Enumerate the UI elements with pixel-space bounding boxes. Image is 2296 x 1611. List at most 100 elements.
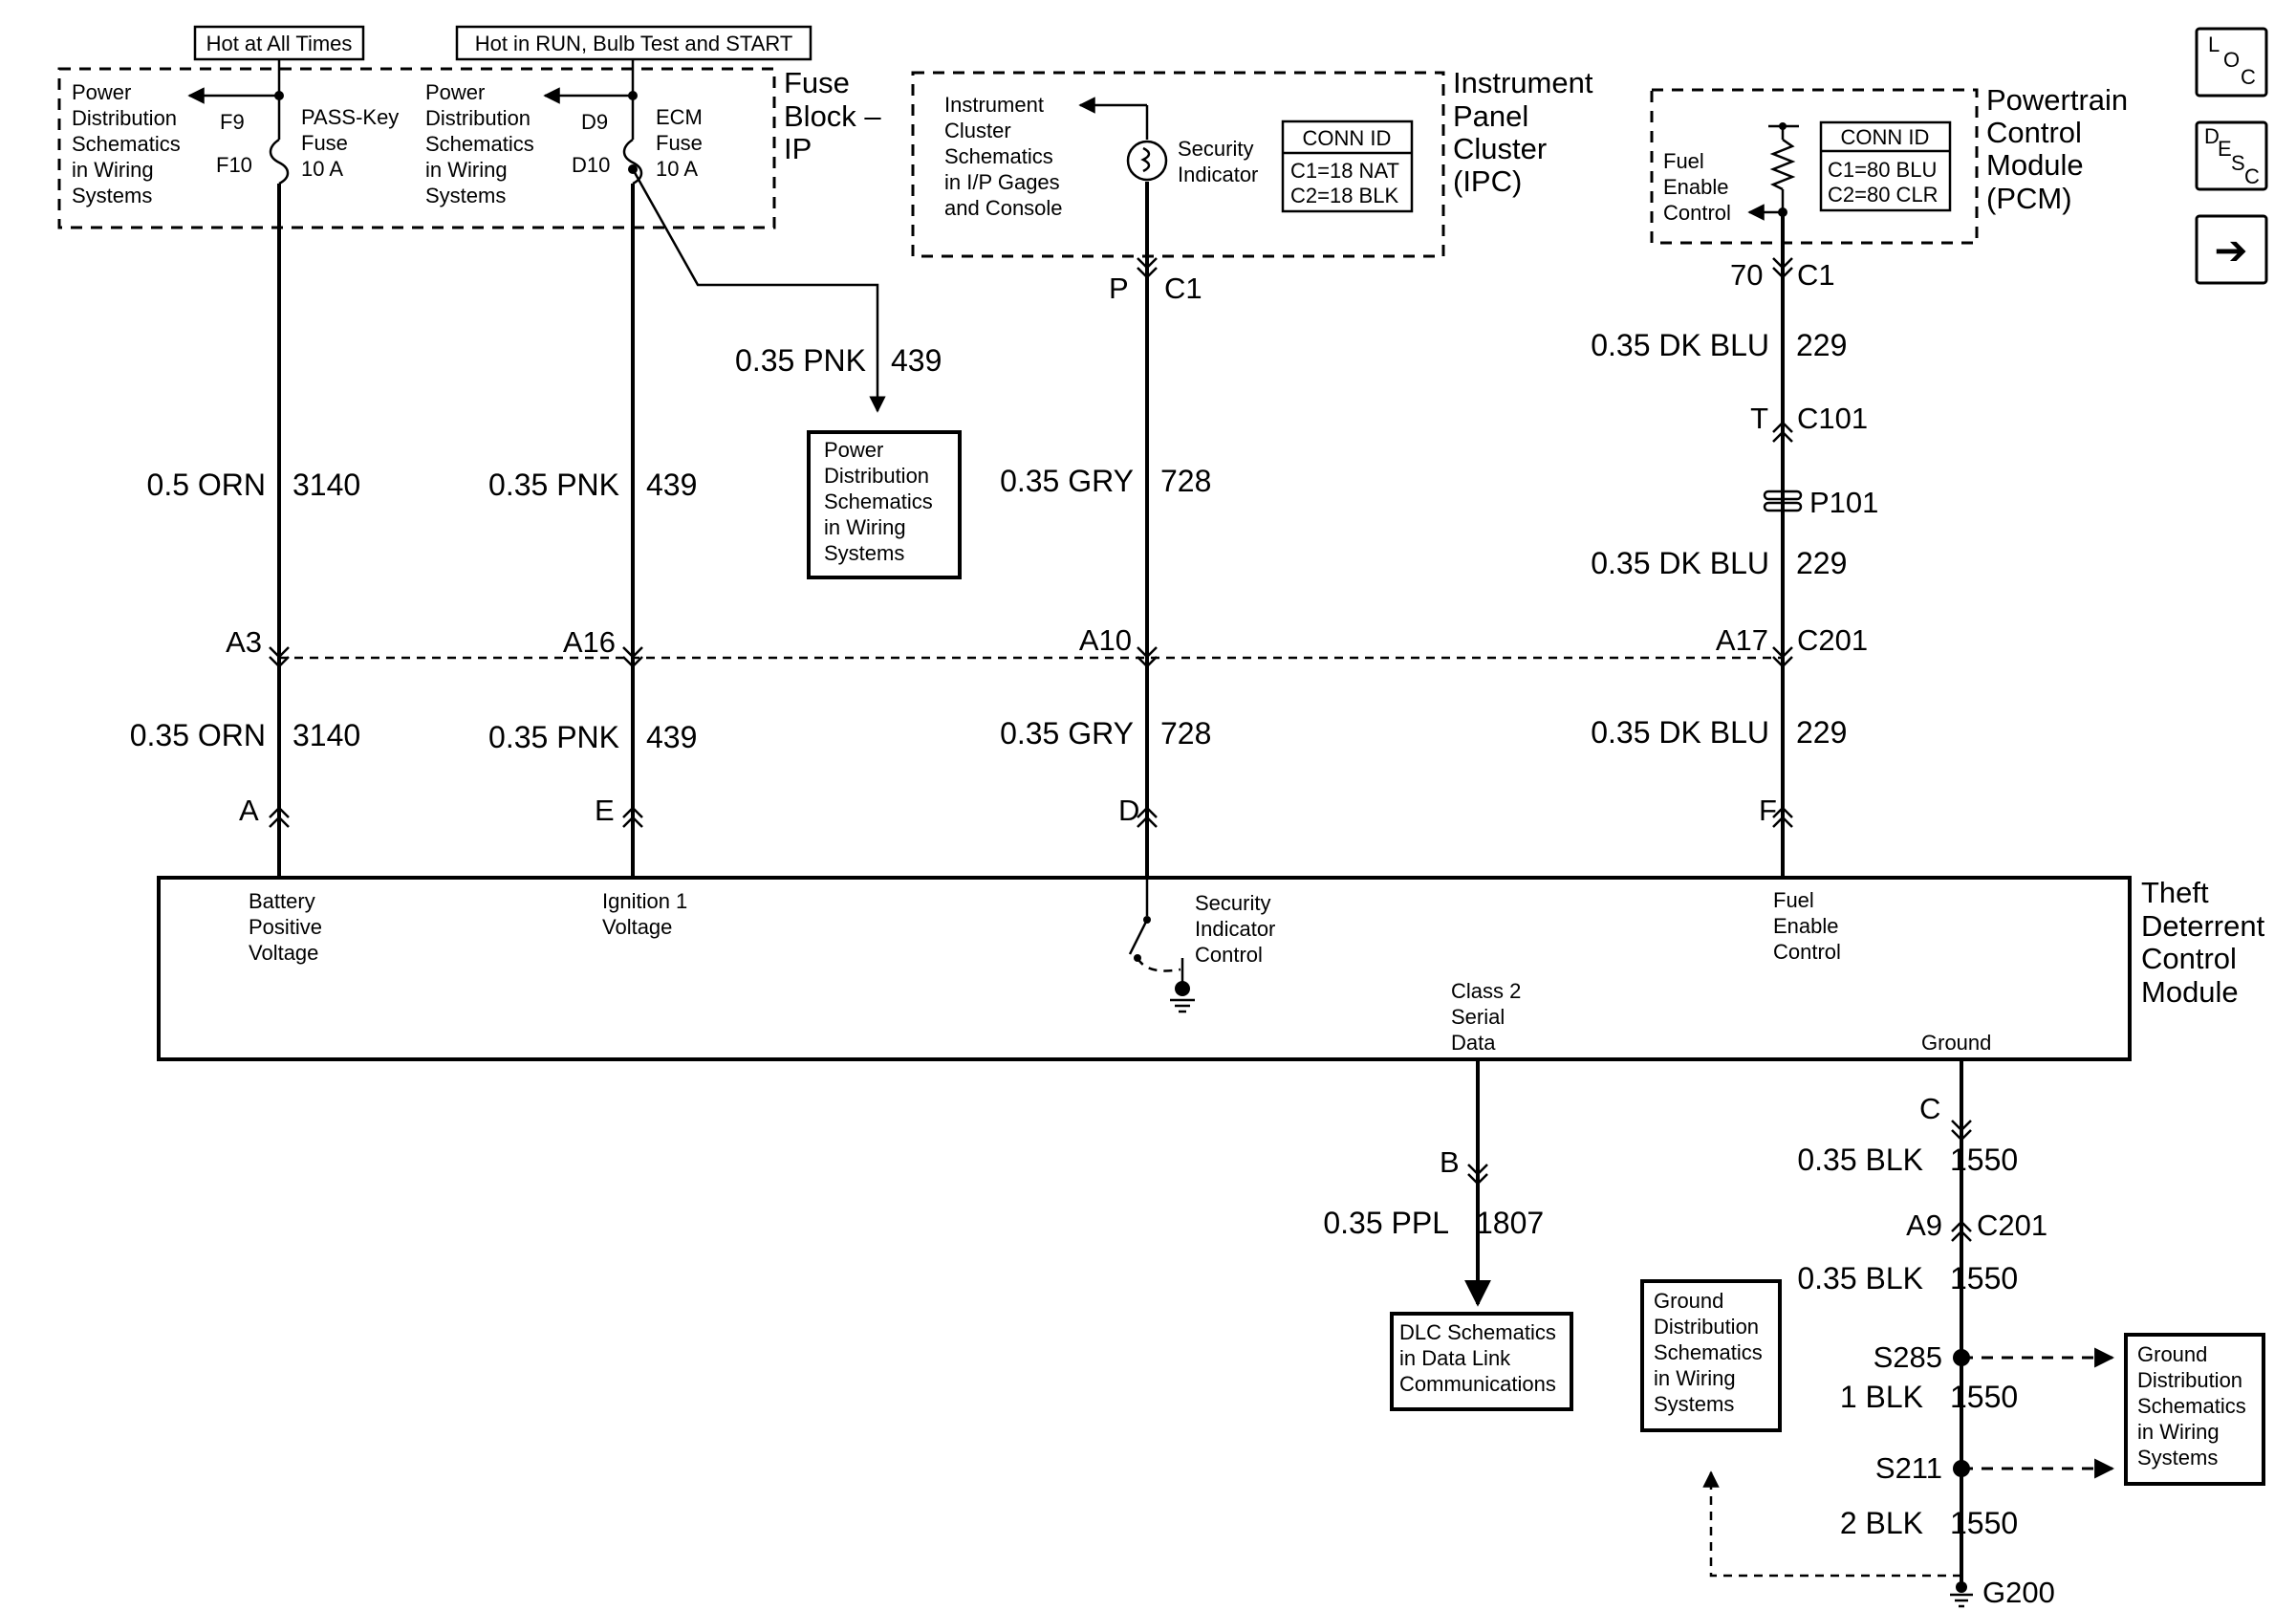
svg-text:S: S: [2231, 151, 2245, 175]
bottom-chevrons: [1951, 1120, 1972, 1242]
arrow-right-icon: ➔: [2214, 227, 2247, 273]
wire-229-c-circuit: 229: [1796, 715, 1847, 750]
d9-label: D9: [581, 110, 608, 134]
pin-a: A: [239, 794, 259, 827]
wire-229-c-gauge: 0.35 DK BLU: [1591, 715, 1769, 750]
pin-b-chevron: [1467, 1164, 1488, 1186]
tdm-outline: [157, 876, 2132, 1061]
wire-3140-upper-gauge: 0.5 ORN: [147, 468, 266, 502]
pin-b: B: [1440, 1145, 1460, 1179]
ignition-1-voltage: Ignition 1 Voltage: [602, 889, 693, 939]
wire-3140-upper-circuit: 3140: [292, 468, 360, 502]
wire-1550-a-gauge: 0.35 BLK: [1797, 1143, 1923, 1177]
wire-1550-c-gauge: 1 BLK: [1840, 1380, 1923, 1414]
theft-deterrent-control-module: Theft Deterrent Control Module A E D F B…: [157, 794, 2273, 1061]
loc-button[interactable]: L O C: [2195, 27, 2268, 98]
svg-text:E: E: [2218, 137, 2232, 161]
svg-text:Ground Distribution: Ground Distribution Schematics in Wiring…: [1654, 1289, 1768, 1416]
splice-s211-label: S211: [1875, 1451, 1942, 1485]
switch-ground-node: [1175, 981, 1190, 996]
wire-439-lower-circuit: 439: [646, 720, 697, 754]
wire-439-lower-gauge: 0.35 PNK: [488, 720, 619, 754]
ipc-outline: [911, 71, 1445, 258]
svg-text:O: O: [2223, 48, 2240, 72]
power-distribution-ref-right: Power Distribution Schematics in Wiring …: [425, 80, 540, 207]
power-distribution-ref-box[interactable]: Power Distribution Schematics in Wiring …: [807, 430, 962, 579]
wire-439-branch: [631, 168, 886, 413]
conn-a9: A9: [1906, 1208, 1942, 1242]
ipc-conn-id-c2: C2=18 BLK: [1290, 184, 1398, 207]
ipc-title: Instrument Panel Cluster (IPC): [1453, 66, 1601, 198]
hot-at-all-times-label: Hot at All Times: [206, 32, 353, 55]
f10-label: F10: [216, 153, 252, 177]
pcm-conn-id-c1: C1=80 BLU: [1828, 158, 1937, 182]
conn-c201-bottom: C201: [1977, 1208, 2047, 1242]
pcm-supply-node: [1779, 122, 1787, 130]
g200-ground-icon: [1950, 1593, 1973, 1608]
fuse-block-title: Fuse Block – IP: [784, 66, 889, 165]
conn-c101: C101: [1797, 402, 1868, 435]
ground-distribution-ref-right[interactable]: Ground Distribution Schematics in Wiring…: [2124, 1333, 2265, 1486]
pass-key-fuse-icon: [269, 138, 290, 185]
dlc-schematics-ref-box[interactable]: DLC Schematics in Data Link Communicatio…: [1390, 1312, 1573, 1411]
wire-439-branch-gauge: 0.35 PNK: [735, 343, 866, 378]
ipc-conn-c1: C1: [1164, 272, 1202, 305]
svg-text:D: D: [2204, 124, 2220, 148]
conn-a3: A3: [226, 625, 262, 659]
tdm-title: Theft Deterrent Control Module: [2141, 876, 2273, 1009]
ipc-conn-id-header: CONN ID: [1303, 126, 1392, 150]
svg-text:L: L: [2208, 33, 2220, 56]
fuel-enable-control: Fuel Enable Control: [1773, 888, 1845, 964]
g200-dashed-ref: [1702, 1470, 1961, 1578]
fuse-block: Hot at All Times Hot in RUN, Bulb Test a…: [57, 25, 889, 229]
svg-text:C: C: [2241, 65, 2256, 89]
pcm-pin-70: 70: [1730, 258, 1763, 292]
wire-1550-b-gauge: 0.35 BLK: [1797, 1261, 1923, 1295]
wire-439-branch-circuit: 439: [891, 343, 942, 378]
wire-229-a-gauge: 0.35 DK BLU: [1591, 328, 1769, 362]
fuse-node-f9: [274, 91, 284, 100]
conn-c201-top: C201: [1797, 623, 1868, 657]
wire-229-b-circuit: 229: [1796, 546, 1847, 580]
switch-dashed-link: [1136, 957, 1181, 972]
svg-text:C: C: [2244, 164, 2260, 188]
instrument-panel-cluster: Instrument Panel Cluster (IPC) Instrumen…: [911, 66, 1601, 305]
module-ground-label: Ground: [1921, 1031, 1991, 1055]
conn-a10: A10: [1079, 623, 1132, 657]
ecm-fuse-icon: [622, 138, 643, 185]
pcm-conn-id-box: [1819, 120, 1952, 212]
g200-ground-node: [1956, 1581, 1967, 1593]
wire-728-upper-gauge: 0.35 GRY: [1000, 464, 1134, 498]
p101-pass-through: [1763, 490, 1803, 512]
ipc-pin-p: P: [1109, 272, 1129, 305]
pin-f: F: [1759, 794, 1777, 827]
ipc-conn-id-c1: C1=18 NAT: [1290, 159, 1399, 183]
wire-3140-lower-gauge: 0.35 ORN: [130, 718, 266, 752]
security-indicator-bulb-icon: [1126, 140, 1168, 182]
class-2-serial-data: Class 2 Serial Data: [1451, 979, 1527, 1055]
instrument-cluster-ref: Instrument Cluster Schematics in I/P Gag…: [944, 93, 1066, 220]
wire-229-a-circuit: 229: [1796, 328, 1847, 362]
wire-229-b-gauge: 0.35 DK BLU: [1591, 546, 1769, 580]
pcm-conn-c1: C1: [1797, 258, 1835, 292]
wire-1807-circuit: 1807: [1476, 1206, 1544, 1240]
d10-label: D10: [572, 153, 610, 177]
fuse-node-d9: [628, 91, 638, 100]
ground-distribution-ref-left[interactable]: Ground Distribution Schematics in Wiring…: [1640, 1279, 1782, 1432]
svg-text:Ground Distribution: Ground Distribution Schematics in Wiring…: [2137, 1342, 2252, 1469]
next-arrow-button[interactable]: ➔: [2195, 214, 2268, 285]
wire-439-upper-circuit: 439: [646, 468, 697, 502]
desc-button[interactable]: D E S C: [2195, 120, 2268, 191]
wire-1807-gauge: 0.35 PPL: [1323, 1206, 1449, 1240]
wire-728-upper-circuit: 728: [1160, 464, 1211, 498]
security-indicator-label: Security Indicator: [1178, 137, 1260, 186]
battery-positive-voltage: Battery Positive Voltage: [249, 889, 328, 965]
pcm-title: Powertrain Control Module (PCM): [1986, 83, 2136, 215]
pcm-conn-id-c2: C2=80 CLR: [1828, 183, 1939, 207]
connector-labels: A3 A16 A10 A17 C201 T C101 P101: [226, 402, 1878, 659]
f9-label: F9: [220, 110, 245, 134]
conn-a17: A17: [1716, 623, 1768, 657]
conn-a16: A16: [563, 625, 616, 659]
powertrain-control-module: Powertrain Control Module (PCM) Fuel Ena…: [1650, 83, 2136, 292]
